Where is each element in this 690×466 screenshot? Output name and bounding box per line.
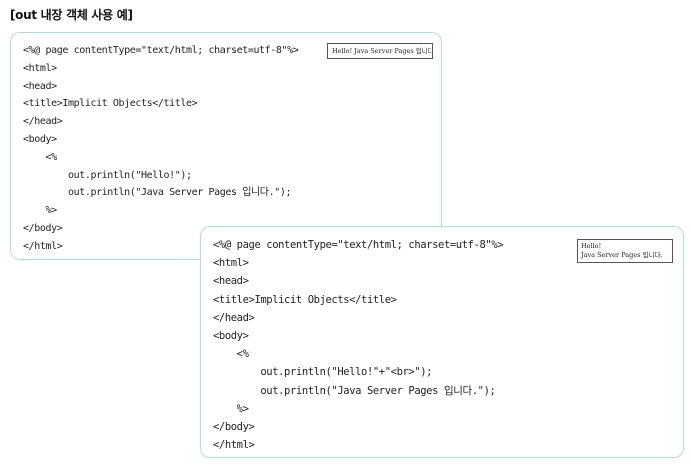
code-line: <title>Implicit Objects</title> bbox=[23, 98, 198, 110]
code-line: </head> bbox=[23, 116, 63, 128]
code-line: <html> bbox=[213, 257, 249, 270]
code-line: <%@ page contentType="text/html; charset… bbox=[213, 239, 504, 251]
browser-output-box: Hello! Java Server Pages 입니다. bbox=[577, 239, 673, 263]
code-line: <html> bbox=[23, 62, 57, 74]
code-example-1: <%@ page contentType="text/html; charset… bbox=[10, 32, 442, 260]
code-line: <head> bbox=[23, 80, 57, 92]
output-line: Java Server Pages 입니다. bbox=[581, 251, 663, 259]
code-line: <% bbox=[213, 348, 249, 361]
browser-output-box: Hello! Java Server Pages 입니다. bbox=[327, 43, 433, 59]
output-line: Hello! Java Server Pages 입니다. bbox=[332, 47, 433, 55]
code-line: </html> bbox=[213, 439, 255, 452]
code-line: <% bbox=[23, 151, 57, 163]
output-line: Hello! bbox=[581, 242, 602, 250]
code-line: out.println("Java Server Pages 입니다."); bbox=[23, 187, 292, 199]
code-listing: <%@ page contentType="text/html; charset… bbox=[213, 236, 504, 454]
code-line: </html> bbox=[23, 240, 63, 252]
code-line: %> bbox=[23, 205, 57, 217]
page-title: [out 내장 객체 사용 예] bbox=[10, 8, 133, 22]
code-line: out.println("Hello!"); bbox=[23, 169, 192, 181]
code-line: </body> bbox=[23, 222, 63, 234]
code-line: <title>Implicit Objects</title> bbox=[213, 293, 397, 306]
code-line: <body> bbox=[213, 329, 249, 342]
code-line: <head> bbox=[213, 275, 249, 288]
code-line: <body> bbox=[23, 133, 57, 145]
code-line: </head> bbox=[213, 311, 255, 324]
code-line: <%@ page contentType="text/html; charset… bbox=[23, 45, 299, 56]
code-line: %> bbox=[213, 402, 249, 415]
code-line: out.println("Java Server Pages 입니다."); bbox=[213, 384, 496, 397]
code-line: </body> bbox=[213, 420, 255, 433]
code-line: out.println("Hello!"+"<br>"); bbox=[213, 366, 433, 379]
code-listing: <%@ page contentType="text/html; charset… bbox=[23, 42, 299, 256]
code-example-2: <%@ page contentType="text/html; charset… bbox=[200, 226, 684, 458]
